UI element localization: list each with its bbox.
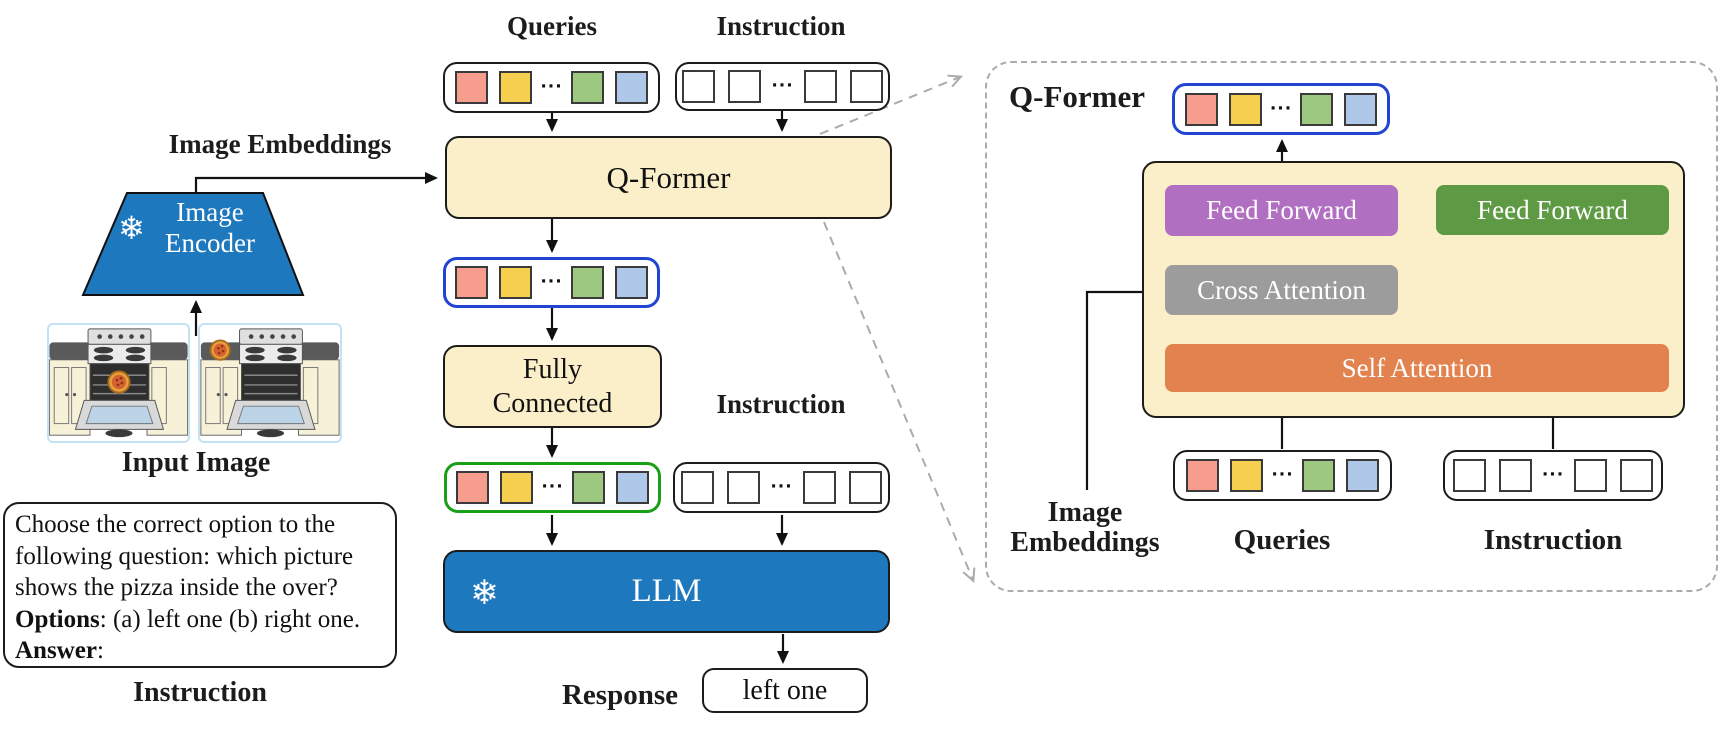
- instruction-label-top: Instruction: [716, 11, 846, 41]
- cross-attention-box: Cross Attention: [1165, 265, 1398, 315]
- qformer-detail-title: Q-Former: [1009, 79, 1145, 114]
- pizza-inside-oven: [107, 370, 131, 394]
- token-square: [1574, 459, 1608, 492]
- response-value-box: left one: [702, 668, 868, 713]
- token-square: [455, 71, 489, 104]
- ellipsis-dots: ···: [540, 77, 563, 97]
- token-square: [849, 70, 883, 103]
- image-encoder-label: Image Encoder: [165, 197, 255, 259]
- fully-connected-box: Fully Connected: [443, 345, 662, 428]
- dashed-connector-bottom: [823, 221, 976, 583]
- token-square: [615, 471, 649, 504]
- fc-output-token-row: ···: [444, 462, 661, 513]
- image-embeddings-label: Image Embeddings: [168, 129, 392, 159]
- options-text: : (a) left one (b) right one.: [99, 605, 361, 633]
- answer-label: Answer: [15, 637, 97, 664]
- token-square: [500, 471, 534, 504]
- input-image-label: Input Image: [121, 447, 271, 478]
- input-image-right: [198, 323, 342, 443]
- instruction-caption: Instruction: [133, 677, 267, 708]
- detail-instruction-token-row: ···: [1443, 450, 1663, 501]
- qformer-output-token-row: ···: [443, 257, 660, 308]
- answer-text: :: [96, 637, 104, 664]
- ellipsis-dots: ···: [771, 76, 794, 96]
- instruction-text-box: Choose the correct option to the followi…: [3, 502, 397, 668]
- frozen-snowflake-icon: ❄: [118, 209, 145, 247]
- token-square: [1452, 459, 1486, 492]
- token-square: [803, 70, 837, 103]
- qformer-detail-panel: [985, 61, 1718, 592]
- ellipsis-dots: ···: [770, 477, 793, 497]
- instruction-label-mid: Instruction: [716, 389, 846, 419]
- token-square: [455, 266, 489, 299]
- token-square: [728, 70, 762, 103]
- instruction-token-row-mid: ···: [673, 462, 890, 513]
- qformer-box-label: Q-Former: [606, 159, 731, 195]
- token-square: [499, 71, 533, 104]
- token-square: [1344, 92, 1378, 126]
- detail-queries-label: Queries: [1233, 524, 1331, 556]
- token-square: [681, 471, 715, 504]
- ellipsis-dots: ···: [1541, 465, 1565, 485]
- token-square: [1498, 459, 1532, 492]
- frozen-snowflake-icon: ❄: [470, 573, 499, 613]
- token-square: [1186, 459, 1220, 492]
- pizza-on-counter: [209, 339, 231, 361]
- ellipsis-dots: ···: [1269, 98, 1293, 119]
- token-square: [1230, 459, 1264, 492]
- ellipsis-dots: ···: [1271, 465, 1294, 485]
- instruction-body: Choose the correct option to the followi…: [15, 511, 354, 601]
- token-square: [1301, 459, 1335, 492]
- instruction-token-row-top: ···: [675, 62, 890, 111]
- ellipsis-dots: ···: [541, 477, 564, 497]
- oven-pizza-inside-illustration: [49, 328, 188, 438]
- token-square: [727, 471, 761, 504]
- token-square: [682, 70, 716, 103]
- oven-pizza-on-counter-illustration: [200, 328, 340, 438]
- detail-queries-token-row: ···: [1173, 450, 1392, 501]
- token-square: [1184, 92, 1218, 126]
- token-square: [614, 71, 648, 104]
- token-square: [570, 71, 604, 104]
- detail-image-embeddings-label: Image Embeddings: [1010, 497, 1160, 559]
- feed-forward-left-box: Feed Forward: [1165, 185, 1398, 236]
- response-label: Response: [561, 679, 679, 711]
- arrow-embeddings-to-qformer: [194, 172, 438, 193]
- token-square: [1345, 459, 1379, 492]
- queries-label: Queries: [507, 11, 597, 41]
- llm-box-label: LLM: [631, 573, 702, 609]
- queries-token-row: ···: [443, 62, 660, 113]
- qformer-box: Q-Former: [445, 136, 892, 219]
- token-square: [570, 266, 604, 299]
- detail-instruction-label: Instruction: [1483, 524, 1623, 556]
- token-square: [848, 471, 882, 504]
- response-value: left one: [742, 674, 828, 706]
- token-square: [614, 266, 648, 299]
- ellipsis-dots: ···: [540, 272, 563, 292]
- token-square: [571, 471, 605, 504]
- token-square: [1300, 92, 1334, 126]
- token-square: [802, 471, 836, 504]
- token-square: [1620, 459, 1654, 492]
- token-square: [456, 471, 490, 504]
- llm-box: ❄ LLM: [443, 550, 890, 633]
- detail-query-output-token-row: ···: [1172, 83, 1390, 135]
- token-square: [499, 266, 533, 299]
- input-image-left: [47, 323, 190, 443]
- self-attention-box: Self Attention: [1165, 344, 1669, 392]
- token-square: [1228, 92, 1262, 126]
- feed-forward-right-box: Feed Forward: [1436, 185, 1669, 235]
- options-label: Options: [15, 605, 100, 633]
